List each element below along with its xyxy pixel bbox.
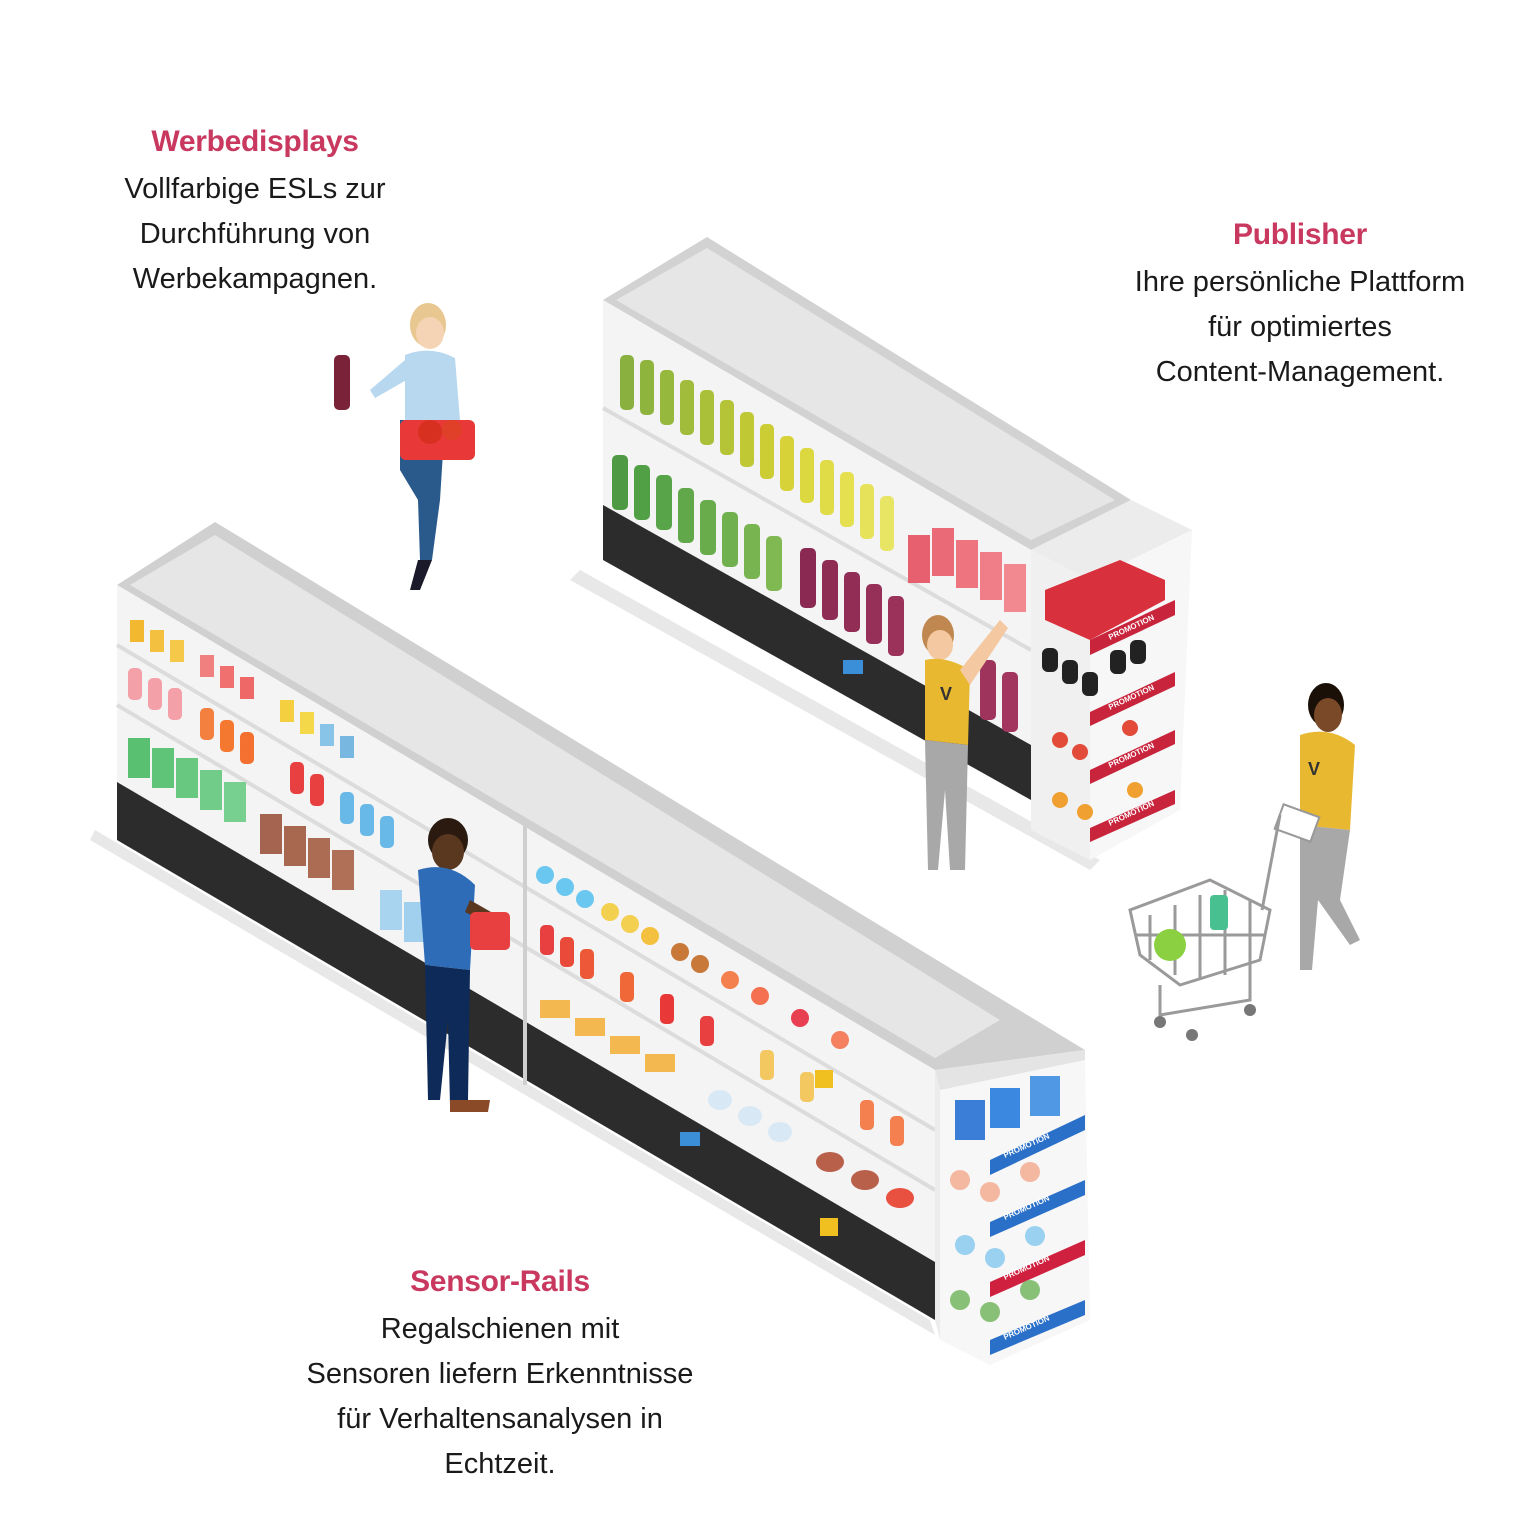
callout-sensor-rails: Sensor-Rails Regalschienen mit Sensoren …: [250, 1265, 750, 1487]
esl-label: [843, 660, 863, 674]
staff-member-with-cart: V: [1128, 683, 1360, 1041]
esl-label: [680, 1132, 700, 1146]
shopper-man: [418, 818, 510, 1112]
products-row-1: [130, 620, 354, 758]
shopper-with-basket: [334, 303, 475, 590]
wine-bottles-lower: [612, 455, 1018, 732]
svg-text:V: V: [940, 684, 952, 704]
callout-text: Sensoren liefern Erkenntnisse: [306, 1358, 694, 1390]
shelf-base: [603, 505, 1031, 800]
back-shelf-unit: [570, 237, 1192, 870]
callout-title: Sensor-Rails: [410, 1265, 590, 1298]
callout-text: Regalschienen mit: [380, 1313, 620, 1345]
callout-text: Vollfarbige ESLs zur: [124, 173, 386, 205]
esl-label-color: [815, 1070, 833, 1088]
front-endcap: [935, 1050, 1090, 1365]
svg-text:V: V: [1308, 759, 1320, 779]
back-endcap: [1031, 500, 1192, 860]
callout-text: Content-Management.: [1155, 356, 1445, 388]
wine-bottles-upper: [620, 355, 894, 551]
front-shelf-unit: [90, 522, 1090, 1365]
callout-publisher: Publisher Ihre persönliche Plattform für…: [1090, 218, 1510, 395]
callout-werbedisplays: Werbedisplays Vollfarbige ESLs zur Durch…: [60, 125, 450, 302]
promo-strip: [1090, 600, 1175, 655]
juice-cartons: [908, 528, 1026, 612]
callout-text: für optimiertes: [1208, 311, 1392, 343]
callout-text: für Verhaltensanalysen in: [337, 1403, 663, 1435]
esl-label-color: [820, 1218, 838, 1236]
callout-text: Ihre persönliche Plattform: [1134, 266, 1466, 298]
products-row-3: [128, 738, 426, 942]
shopping-basket-icon: [470, 912, 510, 950]
callout-text: Durchführung von: [139, 218, 371, 250]
products-row-2: [128, 668, 394, 848]
callout-title: Werbedisplays: [151, 125, 359, 158]
wine-bottle-icon: [334, 355, 350, 410]
callout-title: Publisher: [1233, 218, 1367, 251]
callout-text: Echtzeit.: [444, 1448, 556, 1480]
products-right-half: [536, 866, 914, 1208]
shopping-cart-icon: [1128, 814, 1282, 1017]
staff-member-stocking: V: [922, 615, 1008, 870]
callout-text: Werbekampagnen.: [132, 263, 378, 295]
